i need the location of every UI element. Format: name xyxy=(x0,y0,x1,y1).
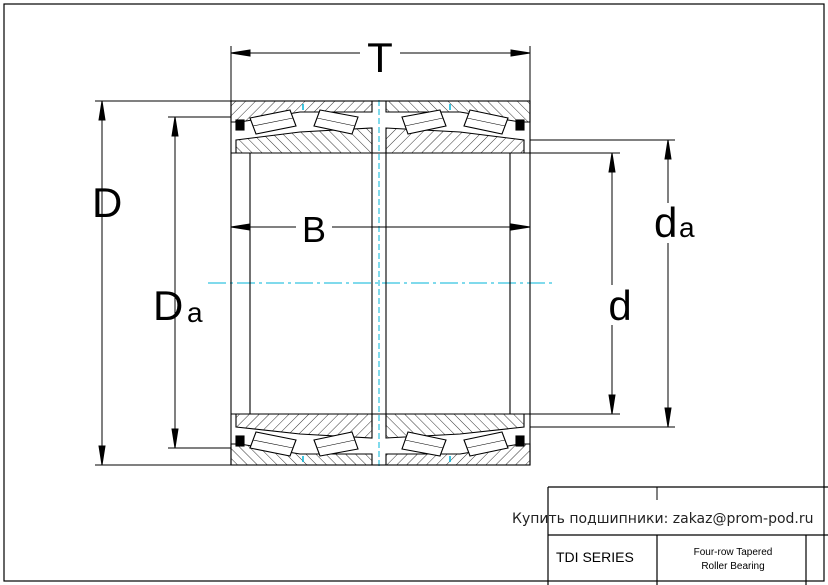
description-line1: Four-row Tapered xyxy=(694,547,773,558)
dimension-lines xyxy=(95,46,675,466)
dim-da-subscript: a xyxy=(679,212,695,243)
contact-text: Купить подшипники: zakaz@prom-pod.ru xyxy=(512,511,814,527)
title-block: Купить подшипники: zakaz@prom-pod.ru TDI… xyxy=(512,486,828,585)
dim-da-label: d xyxy=(654,199,677,246)
dim-Da-label: D xyxy=(153,282,183,329)
series-label: TDI SERIES xyxy=(556,549,634,565)
drawing-frame xyxy=(3,3,825,582)
dim-Da-subscript: a xyxy=(187,297,203,328)
dim-B-label: B xyxy=(302,209,326,250)
dim-T-label: T xyxy=(367,34,393,81)
bearing-body xyxy=(230,100,531,466)
description-line2: Roller Bearing xyxy=(701,561,764,572)
dim-d-label: d xyxy=(608,282,631,329)
dim-D-label: D xyxy=(92,179,122,226)
